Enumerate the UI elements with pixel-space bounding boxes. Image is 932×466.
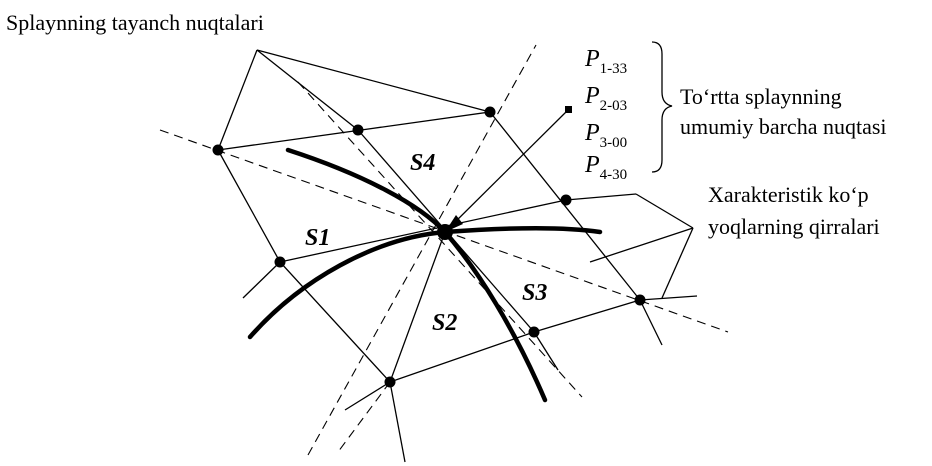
polyhedron-edge-ext-4 [533, 331, 559, 371]
leader-lines [217, 49, 694, 299]
control-point [384, 376, 396, 388]
polyhedron-edge-ext-5 [242, 261, 281, 299]
control-points-label: Splaynning tayanch nuqtalari [6, 10, 264, 35]
control-point [528, 326, 540, 338]
control-point [484, 106, 496, 118]
control-point [634, 294, 646, 306]
leader-line-control-1 [217, 49, 258, 151]
leader-line-edges-3 [661, 227, 694, 299]
spline-curves [247, 147, 603, 403]
leader-line-common-point [444, 109, 569, 233]
edges-label-line1: Xarakteristik ko‘p [708, 182, 869, 207]
region-label-s2: S2 [432, 310, 457, 336]
leader-line-control-3 [256, 49, 491, 113]
leader-line-control-2 [256, 49, 359, 131]
edges-label-line2: yoqlarning qirralari [708, 214, 880, 239]
point-label-p4: P4-30 [584, 152, 627, 183]
point-label-p3: P3-00 [584, 120, 627, 151]
point-label-p1: P1-33 [584, 46, 627, 77]
polyhedron-edge-ext-1 [565, 193, 637, 201]
control-points [212, 106, 646, 388]
polyhedron-edges [217, 111, 698, 463]
polyhedron-edge-ext-2 [639, 295, 698, 301]
region-label-s4: S4 [410, 150, 435, 176]
leader-line-edges-2 [589, 227, 694, 263]
common-point-marker [565, 106, 572, 113]
control-point [212, 144, 224, 156]
curly-brace [651, 41, 673, 173]
dashed-line-lower-left [337, 381, 391, 453]
control-point [352, 124, 364, 136]
common-point-label-line1: To‘rtta splaynning [680, 84, 842, 109]
dashed-line-diagonal-3 [297, 81, 583, 398]
polyhedron-edge-ext-6 [344, 381, 391, 411]
region-label-s1: S1 [305, 225, 330, 251]
common-point-label-line2: umumiy barcha nuqtasi [680, 114, 887, 139]
dashed-guide-lines [159, 44, 729, 456]
polyhedron-edge-inner-3 [389, 231, 446, 383]
control-point [560, 194, 572, 206]
polyhedron-edge-inner-2 [279, 199, 567, 263]
polyhedron-edge-ext-7 [389, 381, 406, 463]
control-point [274, 256, 286, 268]
region-label-s3: S3 [522, 280, 547, 306]
dashed-line-diagonal-2 [307, 44, 537, 456]
common-point [437, 224, 453, 240]
leader-line-edges-1 [635, 193, 694, 229]
polyhedron-edge-ext-3 [639, 299, 663, 346]
point-label-p2: P2-03 [584, 83, 627, 114]
